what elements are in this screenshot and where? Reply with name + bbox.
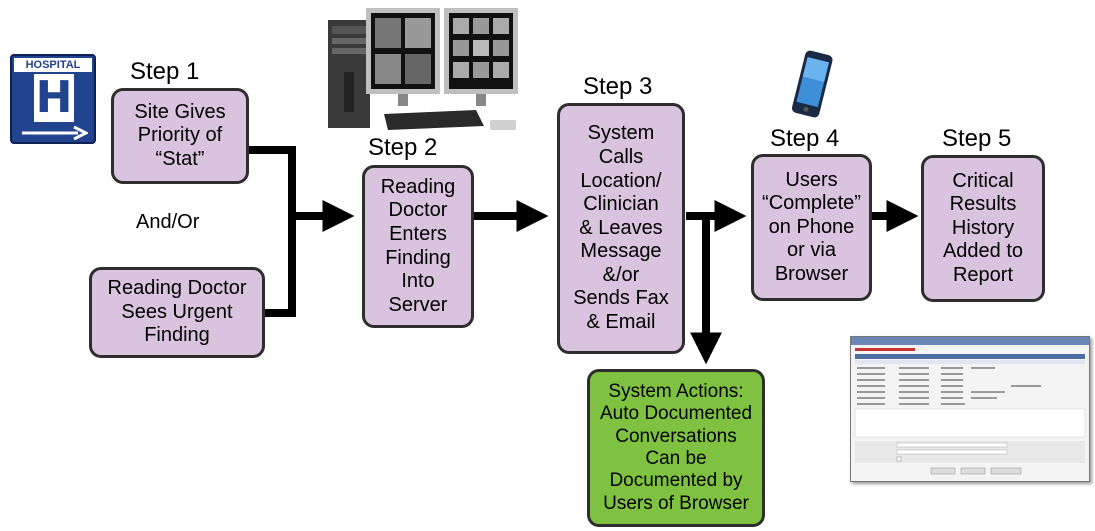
- arrow-right-icon: [22, 126, 88, 140]
- reading-doctor-enters-box: Reading Doctor Enters Finding Into Serve…: [362, 165, 474, 328]
- and-or-text: And/Or: [136, 211, 200, 233]
- step3-label: Step 3: [583, 73, 653, 100]
- hospital-sign-label: HOSPITAL: [14, 58, 92, 72]
- report-screenshot-icon: [850, 336, 1090, 482]
- reading-doctor-sees-box: Reading Doctor Sees Urgent Finding: [89, 267, 265, 358]
- hospital-sign-icon: HOSPITAL H: [10, 54, 96, 144]
- bracket-connector: [249, 146, 296, 317]
- step2-label: Step 2: [368, 134, 438, 161]
- workstation-icon: [328, 8, 518, 130]
- site-gives-priority-box: Site Gives Priority of “Stat”: [111, 88, 249, 184]
- step4-label: Step 4: [770, 125, 840, 152]
- phone-icon: [791, 50, 833, 118]
- hospital-sign-letter: H: [34, 72, 74, 123]
- step1-label: Step 1: [130, 58, 200, 85]
- system-calls-box: System Calls Location/ Clinician & Leave…: [557, 103, 685, 354]
- critical-results-box: Critical Results History Added to Report: [921, 155, 1045, 302]
- system-actions-box: System Actions: Auto Documented Conversa…: [587, 369, 765, 527]
- step5-label: Step 5: [942, 125, 1012, 152]
- users-complete-box: Users “Complete” on Phone or via Browser: [751, 154, 872, 301]
